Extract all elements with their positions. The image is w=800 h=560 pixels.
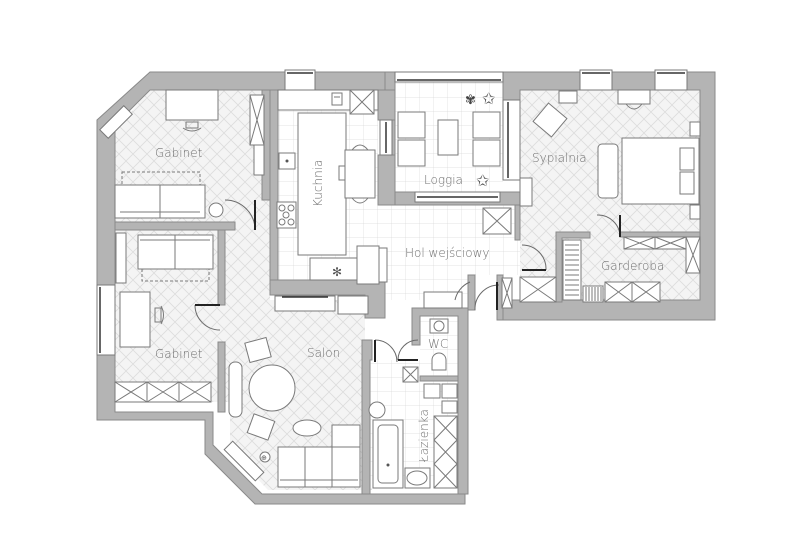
gabinet-2-furniture bbox=[114, 232, 214, 403]
label-gabinet-2: Gabinet bbox=[155, 347, 203, 361]
wc-sink bbox=[429, 318, 449, 334]
wall-kitchen-loggia-2 bbox=[377, 154, 396, 206]
basin bbox=[368, 401, 386, 419]
shoe-cabinet bbox=[356, 245, 380, 285]
door-hol-garderoba[interactable] bbox=[454, 281, 471, 301]
corner-sofa bbox=[277, 446, 361, 488]
label-loggia: Loggia bbox=[424, 173, 463, 187]
doors[interactable] bbox=[194, 199, 621, 363]
window-gabinet2 bbox=[96, 284, 116, 356]
wall-garderoba-top bbox=[619, 231, 701, 238]
star-plant-icon: ✩ bbox=[476, 173, 490, 190]
wall-wc bbox=[411, 307, 469, 495]
door-gabinet-2[interactable] bbox=[194, 304, 221, 331]
salon-furniture: ⊕ bbox=[228, 336, 361, 488]
desk bbox=[119, 291, 151, 348]
wall-wc-bottom bbox=[419, 375, 459, 382]
loggia-furniture: ✾ ✩ ✩ bbox=[397, 91, 501, 190]
bench bbox=[423, 291, 463, 309]
label-sypialnia: Sypialnia bbox=[532, 151, 587, 165]
armchair bbox=[246, 413, 276, 441]
sypialnia-furniture bbox=[519, 89, 701, 220]
label-kuchnia: Kuchnia bbox=[311, 160, 325, 207]
shelf bbox=[689, 121, 701, 137]
sideboard bbox=[228, 361, 243, 418]
wall-kitchen-loggia bbox=[377, 89, 396, 121]
pillow bbox=[679, 171, 695, 195]
armchair bbox=[397, 111, 426, 139]
coat-rack bbox=[378, 247, 388, 283]
door-passage[interactable] bbox=[521, 244, 547, 271]
wall-entry bbox=[467, 274, 476, 311]
chair-icon bbox=[351, 144, 369, 204]
armchair bbox=[472, 139, 501, 167]
desk bbox=[165, 89, 219, 121]
windows bbox=[96, 69, 688, 482]
armchair bbox=[532, 102, 568, 138]
cabinet bbox=[441, 400, 458, 414]
door-entrance[interactable] bbox=[474, 284, 500, 311]
label-lazienka: Łazienka bbox=[417, 409, 431, 463]
wall-gabinet-divider bbox=[114, 221, 236, 231]
lamp-icon bbox=[259, 451, 271, 463]
armchair bbox=[397, 139, 426, 167]
label-garderoba: Garderoba bbox=[601, 259, 664, 273]
garderoba-furniture bbox=[519, 236, 701, 303]
toilet-icon bbox=[431, 352, 447, 371]
wall-sypialnia-left bbox=[514, 204, 521, 241]
label-wc: WC bbox=[428, 337, 448, 351]
desk bbox=[617, 89, 651, 105]
kuchnia-furniture: ✻ bbox=[276, 89, 379, 281]
wall-lazienka-left bbox=[361, 339, 373, 495]
chair-icon bbox=[182, 121, 202, 132]
pillow bbox=[679, 147, 695, 171]
door-wc[interactable] bbox=[397, 339, 419, 361]
label-salon: Salon bbox=[307, 346, 340, 360]
wall-outer-left bbox=[96, 71, 466, 505]
coffee-table bbox=[437, 119, 459, 156]
gabinet-1-furniture bbox=[114, 89, 265, 219]
snowflake-icon: ✻ bbox=[332, 265, 342, 279]
door-lazienka[interactable] bbox=[374, 339, 398, 363]
wall-kitchen-left bbox=[269, 89, 279, 296]
label-hol: Hol wejściowy bbox=[405, 246, 490, 260]
svg-text:⊕: ⊕ bbox=[261, 455, 267, 462]
armchair bbox=[472, 111, 501, 139]
round-table bbox=[248, 364, 296, 412]
window-loggia-sypialnia bbox=[502, 99, 521, 181]
window-gabinet1-diag bbox=[99, 105, 133, 139]
label-gabinet-1: Gabinet bbox=[155, 146, 203, 160]
wall-gabinet2-right bbox=[217, 229, 226, 306]
shelf bbox=[689, 204, 701, 220]
dresser bbox=[519, 177, 533, 207]
window-sypialnia-1 bbox=[579, 69, 613, 91]
wall-gabinet2-right-lower bbox=[217, 341, 226, 413]
bench bbox=[597, 143, 619, 199]
chair-icon bbox=[338, 165, 346, 181]
cabinet bbox=[441, 383, 458, 399]
bathroom-furniture bbox=[368, 318, 458, 489]
window-loggia bbox=[394, 71, 504, 83]
side-table bbox=[208, 202, 224, 218]
cabinet bbox=[423, 383, 441, 399]
cooktop bbox=[276, 201, 297, 229]
console bbox=[337, 295, 369, 315]
chair-icon bbox=[154, 305, 164, 325]
window-sypialnia-2 bbox=[654, 69, 688, 91]
shelf bbox=[253, 144, 265, 176]
oven-icon bbox=[331, 92, 343, 106]
nightstand bbox=[558, 90, 578, 104]
plant-icon: ✾ bbox=[465, 92, 476, 107]
ottoman bbox=[292, 419, 322, 437]
hol-furniture bbox=[274, 207, 513, 315]
sofa-bed-outline bbox=[141, 268, 210, 282]
shelf bbox=[115, 232, 127, 284]
window-salon-diag bbox=[223, 440, 265, 482]
corner-sofa-chaise bbox=[331, 424, 361, 448]
armchair bbox=[244, 336, 272, 364]
console bbox=[274, 295, 336, 312]
room-labels: Gabinet Kuchnia Loggia Sypialnia Hol wej… bbox=[155, 146, 664, 463]
dining-table bbox=[344, 149, 376, 199]
star-plant-icon: ✩ bbox=[482, 91, 496, 108]
